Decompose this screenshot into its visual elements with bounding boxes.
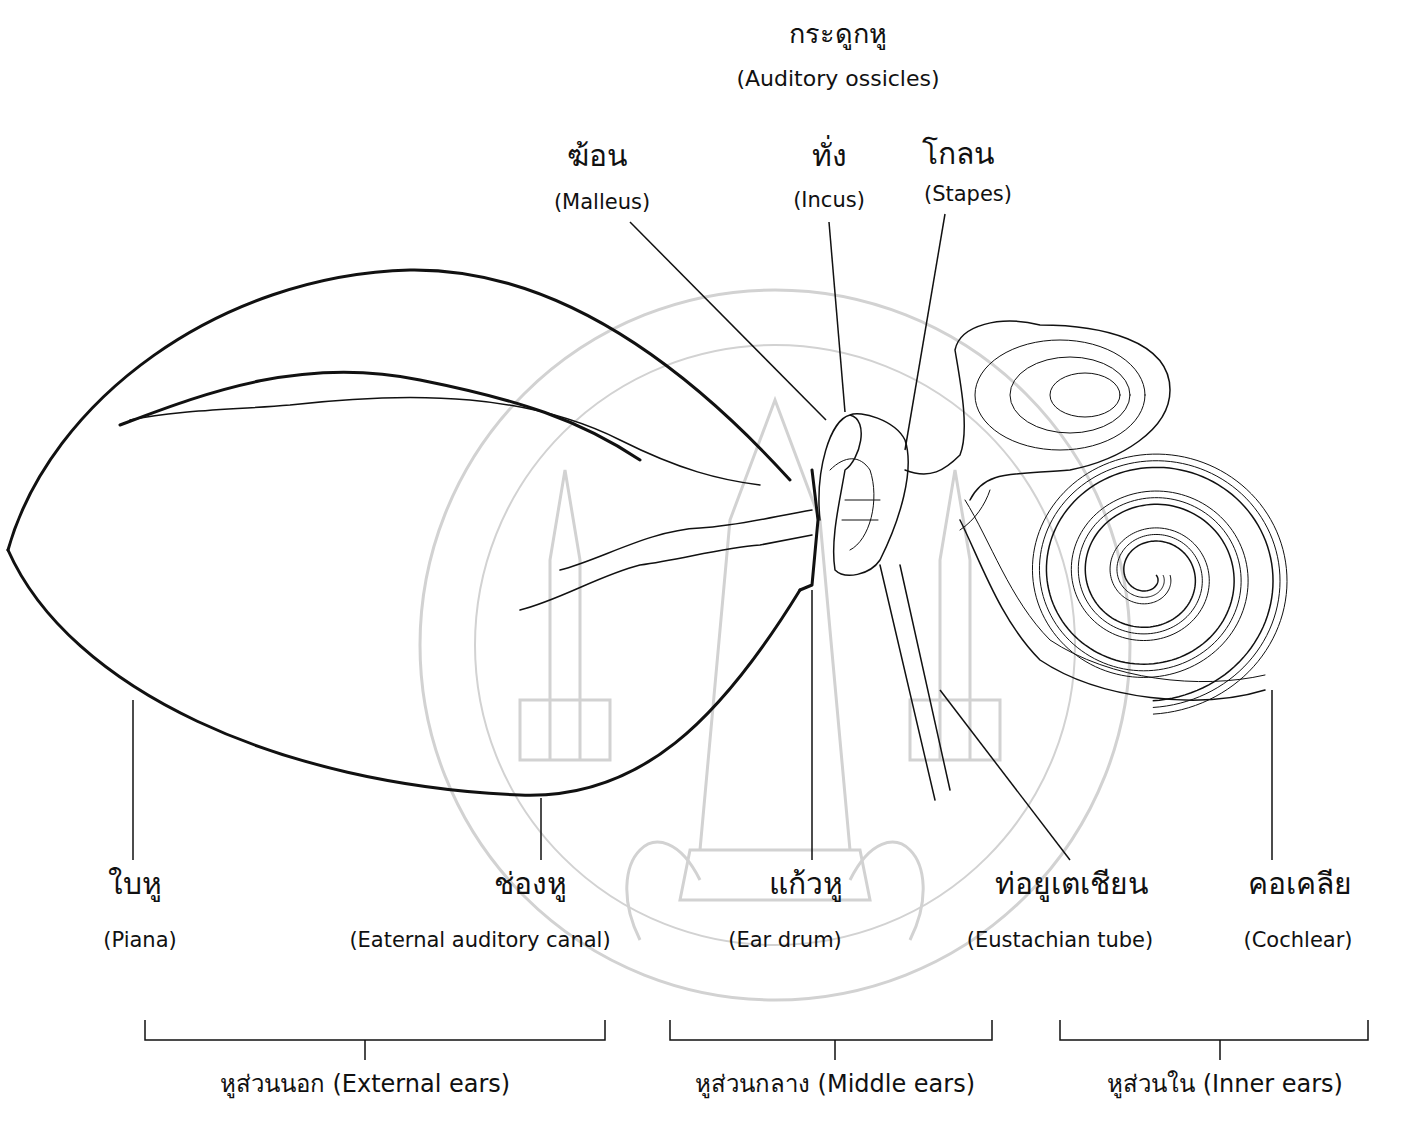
cochlea-spiral (1032, 454, 1287, 714)
leader-lines (133, 214, 1272, 860)
part-name: แก้วหู (766, 866, 846, 902)
section-label: หูส่วนกลาง (Middle ears) (692, 1070, 978, 1099)
pinna-outline (8, 270, 790, 550)
leader-line (540, 798, 542, 860)
group-title-en: (Auditory ossicles) (733, 66, 942, 92)
bracket (670, 1020, 992, 1060)
part-name: ใบหู (105, 866, 165, 902)
part-name-en: (Malleus) (551, 190, 653, 215)
part-name: ช่องหู (491, 866, 570, 902)
bracket (1060, 1020, 1368, 1060)
part-name-en: (Cochlear) (1240, 928, 1355, 953)
leader-line (630, 222, 826, 420)
part-name: ท่อยูเตเชียน (992, 866, 1152, 902)
part-name-en: (Ear drum) (725, 928, 845, 953)
ear-drum (800, 470, 818, 590)
semicircular-canals (905, 321, 1170, 500)
ear-canal (560, 510, 812, 570)
part-name-en: (Stapes) (921, 182, 1015, 207)
section-label: หูส่วนนอก (External ears) (217, 1070, 513, 1099)
leader-line (940, 690, 1070, 860)
part-name: ทั่ง (809, 138, 850, 174)
leader-line (132, 700, 134, 860)
ear-outline (8, 270, 1265, 800)
ossicle-detail (830, 459, 880, 550)
seal-tower (520, 470, 610, 760)
part-name: คอเคลีย (1245, 866, 1355, 902)
canal-loop (1010, 357, 1130, 433)
leader-line (905, 214, 945, 450)
group-title: กระดูกหู (786, 18, 890, 50)
section-label: หูส่วนใน (Inner ears) (1104, 1070, 1346, 1099)
part-name-en: (Eaternal auditory canal) (346, 928, 613, 953)
helix (120, 372, 640, 460)
bracket (145, 1020, 605, 1060)
leader-line (829, 222, 845, 412)
ossicle-chain (819, 414, 908, 575)
spiral-turn (1032, 454, 1287, 714)
leader-line (1271, 690, 1273, 860)
leader-line (811, 590, 813, 860)
ear-canal (520, 535, 812, 610)
antihelix (130, 397, 760, 485)
oval-window (960, 490, 990, 530)
part-name-en: (Piana) (100, 928, 179, 953)
spiral-turn (1039, 461, 1280, 708)
cochlea-duct (965, 500, 1265, 682)
seal-naga (627, 842, 923, 940)
canal-loop (1050, 373, 1120, 417)
canal-loop (975, 340, 1145, 450)
seal-ring (475, 345, 1075, 945)
part-name-en: (Eustachian tube) (964, 928, 1156, 953)
part-name: ฆ้อน (564, 138, 631, 174)
part-name-en: (Incus) (790, 188, 868, 213)
eustachian-tube (880, 565, 950, 800)
part-name: โกลน (919, 136, 998, 172)
pinna-outline (8, 550, 800, 795)
seal-tower (910, 470, 1000, 760)
brackets (145, 1020, 1368, 1060)
